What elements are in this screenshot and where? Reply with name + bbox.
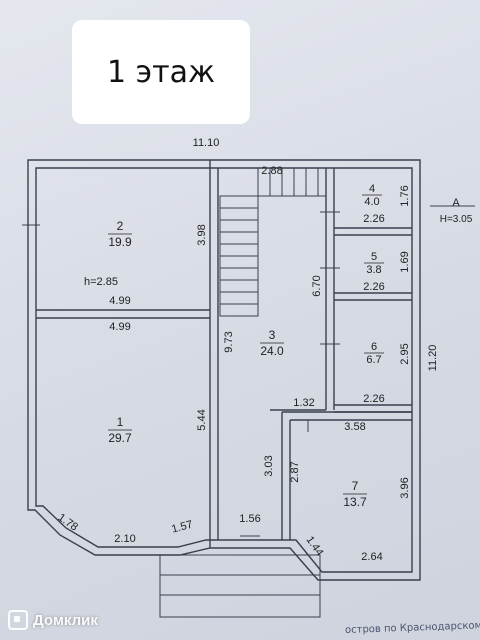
dim-overall-width: 11.10 (193, 137, 220, 149)
room-3-area: 24.0 (260, 344, 284, 358)
dim-hall-bottom: 1.56 (239, 513, 260, 525)
room-6-area: 6.7 (366, 354, 381, 366)
room-7-number: 7 (352, 479, 359, 493)
dim-bay-right: 1.57 (170, 519, 194, 536)
dim-overall-height: 11.20 (427, 345, 439, 372)
floor-title-card: 1 этаж (72, 20, 250, 124)
dim-r5-height: 1.69 (399, 251, 411, 272)
dim-r56-height: 6.70 (311, 275, 323, 296)
dim-room1-width: 4.99 (109, 321, 130, 333)
dim-r7-right: 3.96 (399, 477, 411, 498)
dim-hall-height: 9.73 (223, 331, 235, 352)
room-2-area: 19.9 (108, 235, 132, 249)
dim-hall-lower: 3.03 (263, 455, 275, 476)
axis-marker-label: А (452, 197, 460, 209)
entrance-steps (159, 554, 321, 618)
ceiling-height: h=2.85 (84, 276, 118, 288)
room-2-number: 2 (117, 219, 124, 233)
dim-r4-height: 1.76 (399, 185, 411, 206)
domclick-logo-icon (8, 610, 28, 630)
room-6-number: 6 (371, 341, 377, 353)
dim-r4-width: 2.26 (363, 213, 384, 225)
dim-r6-width: 2.26 (363, 393, 384, 405)
outer-walls (27, 159, 421, 581)
dim-room1-height: 5.44 (196, 409, 208, 430)
room-1-area: 29.7 (108, 431, 132, 445)
doors (22, 211, 340, 537)
dim-r7-left: 2.87 (289, 461, 301, 482)
room-1-number: 1 (117, 415, 124, 429)
dim-bay-mid: 2.10 (114, 533, 135, 545)
floor-title: 1 этаж (107, 54, 215, 90)
room-5-number: 5 (371, 251, 377, 263)
dim-room2-height: 3.98 (196, 224, 208, 245)
dim-r7-bottom: 2.64 (361, 551, 382, 563)
room-4-area: 4.0 (364, 196, 379, 208)
room-5-area: 3.8 (366, 264, 381, 276)
axis-marker-height: Н=3.05 (440, 214, 473, 225)
dim-r7-width: 3.58 (344, 421, 365, 433)
dim-r6-height: 2.95 (399, 343, 411, 364)
dim-bay-left: 1.78 (56, 511, 80, 533)
dim-small-step: 1.32 (293, 397, 314, 409)
room-7-area: 13.7 (343, 495, 367, 509)
room-3-number: 3 (269, 328, 276, 342)
domclick-watermark: Домклик (8, 610, 98, 630)
dim-r5-width: 2.26 (363, 281, 384, 293)
stairs (219, 167, 327, 317)
watermark-text: Домклик (33, 611, 98, 629)
dim-room2-width: 4.99 (109, 295, 130, 307)
interior-walls (36, 160, 412, 548)
room-4-number: 4 (369, 183, 375, 195)
dim-stair-width: 2.88 (261, 165, 282, 177)
